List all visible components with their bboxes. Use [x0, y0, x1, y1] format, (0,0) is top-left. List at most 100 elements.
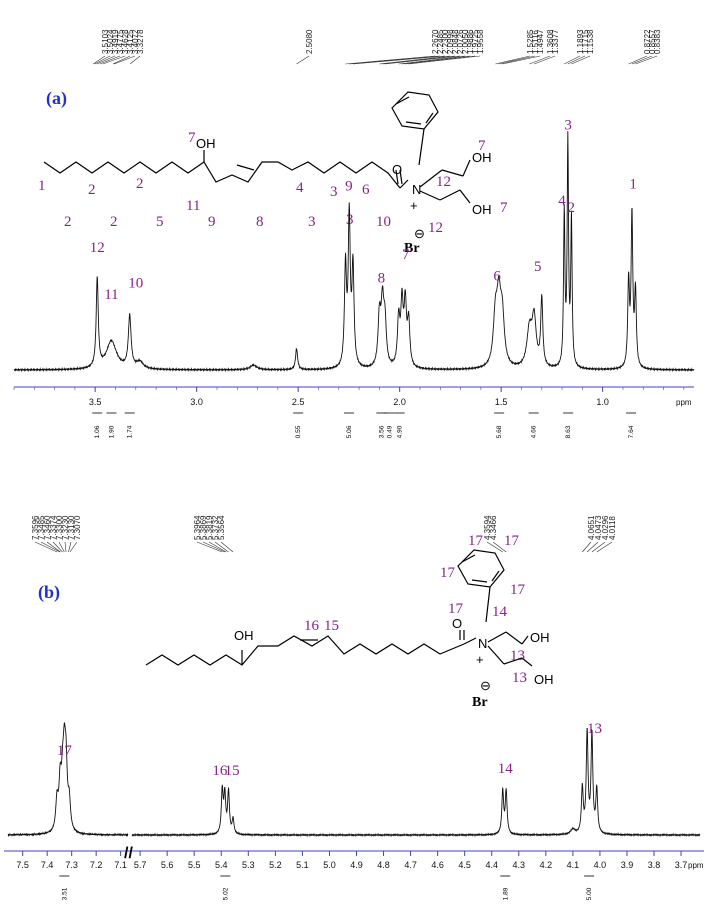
tick-label: 1.5	[495, 397, 508, 407]
x-axis-unit-b: ppm	[688, 861, 704, 870]
atom-label: 13	[510, 648, 525, 664]
peak-list-value: 1.9886	[466, 29, 475, 54]
atom-label: 7	[500, 200, 508, 216]
n-arm-upper	[462, 159, 471, 177]
tick-label: 4.0	[594, 860, 607, 870]
peak-label: 1	[629, 176, 637, 192]
peak-connector	[34, 541, 58, 553]
atom-label: 3	[330, 184, 338, 200]
structure-a	[43, 91, 471, 204]
carbonyl-double-bond	[399, 169, 403, 185]
panel-b-label: (b)	[38, 582, 60, 603]
tick-label: 5.0	[323, 860, 336, 870]
peak-connector	[113, 55, 136, 65]
peak-label: 2	[567, 200, 575, 216]
tick-label: 1.0	[596, 397, 609, 407]
peak-list-a: 3.51033.50243.49193.47753.46283.41253.40…	[92, 29, 662, 65]
tick-label: 7.1	[114, 860, 127, 870]
peak-list-value: 4.0651	[587, 515, 596, 540]
atom-label: 2	[136, 176, 144, 192]
n-arm-lower	[521, 657, 533, 667]
atom-label: 17	[510, 582, 526, 598]
oh-right-upper-b: OH	[530, 630, 550, 645]
panel-b: 7.35967.34857.34607.33747.33007.32307.31…	[4, 515, 704, 900]
peak-list-value: 1.5116	[531, 30, 540, 54]
peak-list-value: 1.4947	[536, 29, 545, 54]
peak-connector	[586, 541, 599, 553]
peak-connector	[502, 55, 541, 65]
ring-double-bond	[461, 554, 476, 563]
n-arm-lower	[439, 189, 461, 201]
peak-connector	[94, 55, 111, 65]
peak-list-value: 2.5080	[305, 29, 314, 54]
bromide-b: Br	[472, 695, 488, 710]
peak-label: 13	[587, 721, 602, 737]
peak-label: 6	[493, 268, 501, 284]
n-arm-upper	[521, 635, 529, 645]
atom-label: 6	[362, 182, 370, 198]
axis-break-icon: //	[124, 845, 133, 862]
peak-list-value: 7.3374	[49, 515, 58, 540]
tick-label: 5.2	[269, 860, 282, 870]
peak-list-value: 7.3230	[61, 515, 70, 540]
tick-label: 5.6	[161, 860, 174, 870]
atom-label: 9	[208, 214, 216, 230]
peak-connector	[379, 55, 451, 65]
atom-label: 2	[110, 214, 118, 230]
tick-label: 3.5	[89, 397, 102, 407]
peak-connector	[202, 541, 225, 553]
peak-connector	[635, 55, 658, 65]
panel-a-label: (a)	[46, 88, 67, 109]
structure-labels-a: 1 2 2 2 2 5 7 11 9 8 4 3 3 3 6 10 12 12 …	[38, 130, 508, 236]
peak-connector	[214, 541, 229, 553]
peak-connector	[196, 541, 223, 553]
peak-list-value: 0.8383	[653, 29, 662, 54]
integral-value: 5.06	[346, 425, 353, 438]
peak-list-value: 7.3596	[31, 515, 40, 540]
peak-list-value: 4.0473	[594, 515, 603, 540]
peak-list-value: 1.1715	[581, 29, 590, 54]
peak-list-b: 7.35967.34857.34607.33747.33007.32307.31…	[31, 515, 617, 553]
peak-connector	[68, 541, 72, 553]
benzene-ring-b	[457, 549, 505, 588]
peak-connector	[498, 55, 536, 65]
atom-label: 12	[428, 220, 443, 236]
peak-connector	[99, 55, 121, 65]
ring-double-bond	[491, 570, 500, 582]
peak-label: 9	[345, 179, 353, 195]
peak-connector	[486, 541, 503, 553]
peak-label: 10	[128, 275, 143, 291]
integral-value: 3.51	[61, 887, 68, 900]
tick-label: 7.3	[65, 860, 78, 870]
peak-label: 7	[402, 247, 410, 263]
structure-b	[145, 549, 533, 667]
atom-label: 10	[376, 214, 391, 230]
peak-connector	[112, 55, 131, 65]
atom-label: 7	[188, 130, 196, 146]
peak-connector	[382, 55, 456, 65]
peak-list-value: 1.1893	[576, 29, 585, 54]
peak-list-value: 2.0998	[446, 29, 455, 54]
integral-value: 4.66	[531, 425, 538, 438]
peak-list-value: 2.0848	[451, 29, 460, 54]
atom-label: 16	[304, 618, 320, 634]
carbonyl-o-a: O	[392, 162, 402, 177]
peak-connector	[208, 541, 227, 553]
tick-label: 4.6	[431, 860, 444, 870]
peak-list-value: 2.0726	[456, 29, 465, 54]
atom-label: 13	[512, 670, 527, 686]
tick-label: 5.7	[134, 860, 147, 870]
peak-connector	[564, 55, 581, 65]
peak-connector	[46, 541, 61, 553]
tick-label: 7.5	[16, 860, 29, 870]
tick-label: 7.2	[90, 860, 103, 870]
peak-list-value: 5.3869	[199, 515, 208, 540]
n-arm-lower	[487, 645, 505, 665]
peak-list-value: 5.3564	[217, 515, 226, 540]
peak-connector	[398, 55, 466, 65]
tick-label: 7.4	[41, 860, 54, 870]
peak-connector	[567, 55, 586, 65]
tick-label: 3.8	[648, 860, 661, 870]
n-arm-lower	[419, 190, 441, 201]
